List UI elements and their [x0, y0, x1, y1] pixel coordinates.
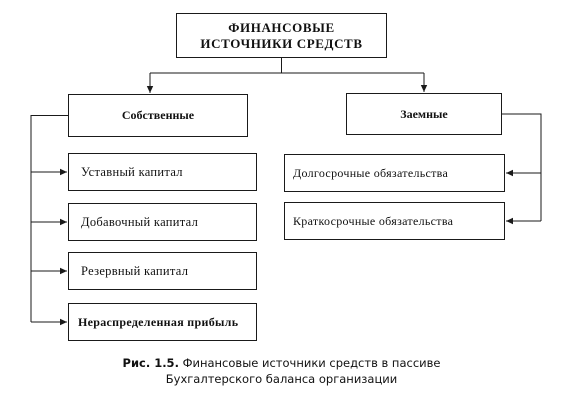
- caption-line-1: Рис. 1.5. Финансовые источники средств в…: [0, 355, 563, 371]
- borrowed-item-label: Долгосрочные обязательства: [293, 165, 449, 180]
- category-borrowed: Заемные: [346, 93, 502, 135]
- own-item-label: Резервный капитал: [81, 263, 189, 278]
- borrowed-item-label: Краткосрочные обязательства: [293, 213, 454, 228]
- figure-caption: Рис. 1.5. Финансовые источники средств в…: [0, 355, 563, 387]
- root-node: ФИНАНСОВЫЕ ИСТОЧНИКИ СРЕДСТВ: [176, 13, 387, 58]
- borrowed-item-short-term: Краткосрочные обязательства: [284, 202, 505, 240]
- root-label: ФИНАНСОВЫЕ ИСТОЧНИКИ СРЕДСТВ: [200, 19, 363, 51]
- own-item-label: Нераспределенная прибыль: [78, 314, 239, 329]
- own-item-reserve-capital: Резервный капитал: [68, 252, 257, 290]
- own-spine-line: [30, 115, 68, 322]
- caption-figure-number: Рис. 1.5.: [122, 356, 179, 370]
- caption-text-1: Финансовые источники средств в пассиве: [182, 356, 441, 370]
- own-item-retained-earnings: Нераспределенная прибыль: [68, 303, 257, 341]
- own-item-label: Уставный капитал: [81, 164, 183, 179]
- own-item-additional-capital: Добавочный капитал: [68, 203, 257, 241]
- caption-line-2: Бухгалтерского баланса организации: [165, 372, 398, 386]
- borrowed-item-long-term: Долгосрочные обязательства: [284, 154, 505, 192]
- category-borrowed-label: Заемные: [400, 106, 448, 121]
- own-item-label: Добавочный капитал: [81, 214, 199, 229]
- own-item-charter-capital: Уставный капитал: [68, 153, 257, 191]
- category-own-label: Собственные: [121, 108, 195, 122]
- borrowed-spine-line: [502, 113, 542, 221]
- category-own: Собственные: [68, 94, 248, 137]
